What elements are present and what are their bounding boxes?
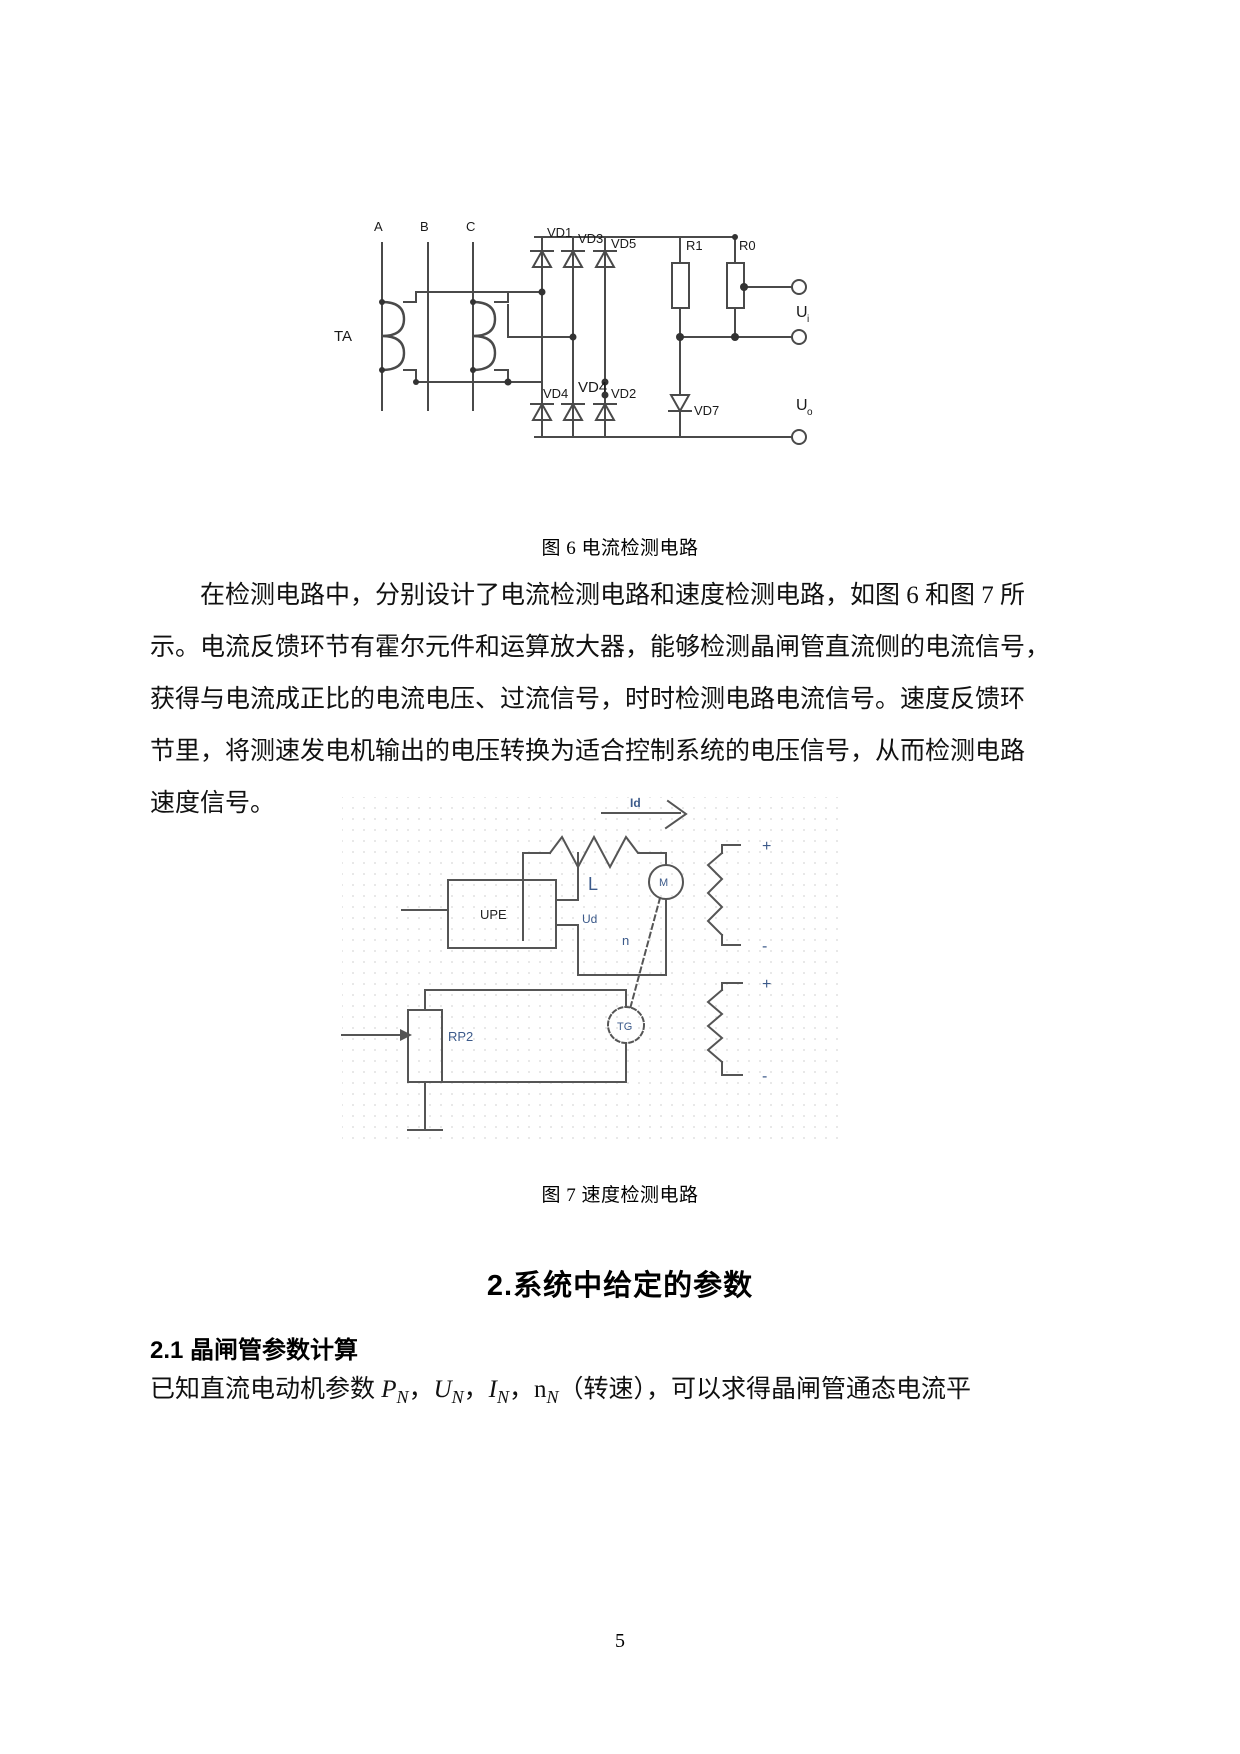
figure-7-caption: 图 7 速度检测电路 [541, 1185, 699, 1206]
label-vd1: VD1 [547, 225, 572, 240]
label-uo-sub: o [807, 407, 813, 418]
load-bottom-lead-2 [721, 1061, 743, 1076]
label-vd2: VD2 [611, 386, 636, 401]
current-arrow-id [601, 799, 688, 830]
label-ui: U [796, 304, 808, 321]
label-uo: U [796, 397, 808, 414]
label-vd4-b: VD4 [578, 379, 607, 396]
diode-vd3 [561, 248, 585, 268]
diode-vd4-b [561, 401, 585, 421]
diode-vd4-a [530, 401, 554, 421]
section-body-suffix: （转速），可以求得晶闸管通态电流平 [558, 1376, 972, 1403]
label-m: M [659, 877, 668, 889]
diode-vd2 [593, 401, 617, 421]
diode-vd1 [530, 248, 554, 268]
label-r0: R0 [739, 238, 756, 253]
label-vd5: VD5 [611, 236, 636, 251]
label-plus-bottom: + [762, 976, 771, 993]
section-heading-2: 2.系统中给定的参数 [486, 1270, 754, 1302]
section-heading-2-1: 2.1 晶闸管参数计算 [150, 1337, 359, 1364]
upe-block [447, 879, 557, 949]
label-minus-top: - [762, 938, 767, 955]
output-terminal-2 [791, 329, 807, 345]
label-ui-sub: i [807, 314, 809, 325]
paragraph-line-2: 示。电流反馈环节有霍尔元件和运算放大器，能够检测晶闸管直流侧的电流信号， [150, 634, 1051, 661]
label-r1: R1 [686, 238, 703, 253]
output-terminal-1 [791, 279, 807, 295]
figure-6-current-detection-circuit: A B C TA VD1 VD3 VD5 VD4 VD4 VD2 VD7 R1 … [330, 205, 890, 475]
variable-un-sub: N [451, 1387, 464, 1407]
rp2-wiper-arrow [341, 1029, 412, 1041]
diode-vd7 [668, 394, 692, 414]
label-ta: TA [334, 328, 352, 345]
label-vd3: VD3 [578, 231, 603, 246]
variable-in-sub: N [497, 1387, 510, 1407]
diode-vd5 [593, 248, 617, 268]
figure-7-speed-detection-circuit: Id L Ud M n TG RP2 + - + - UPE [330, 785, 910, 1145]
label-phase-b: B [420, 219, 429, 234]
label-vd4-a: VD4 [543, 386, 568, 401]
label-plus-top: + [762, 838, 771, 855]
paragraph-line-4: 节里，将测速发电机输出的电压转换为适合控制系统的电压信号，从而检测电路 [150, 738, 1026, 765]
label-l: L [588, 874, 598, 894]
variable-un: U [433, 1376, 452, 1403]
label-minus-bottom: - [762, 1068, 767, 1085]
load-top-zigzag [706, 851, 724, 937]
label-phase-a: A [374, 219, 383, 234]
separator-2: ， [463, 1376, 489, 1403]
resistor-r1 [671, 262, 690, 309]
load-top-lead-2 [721, 934, 741, 946]
variable-in: I [488, 1376, 497, 1403]
label-tg: TG [617, 1021, 632, 1033]
label-rp2: RP2 [448, 1029, 473, 1044]
load-bottom-zigzag [706, 988, 724, 1064]
variable-nn-sub: N [546, 1387, 559, 1407]
separator-1: ， [408, 1376, 434, 1403]
label-phase-c: C [466, 219, 475, 234]
paragraph-line-5: 速度信号。 [150, 790, 276, 817]
section-body-line: 已知直流电动机参数 PN，UN，IN，nN（转速），可以求得晶闸管通态电流平 [150, 1368, 1090, 1419]
upe-to-inductor [522, 852, 551, 941]
variable-pn: P [381, 1376, 397, 1403]
label-n: n [622, 933, 629, 948]
inductor-l [548, 834, 667, 870]
variable-pn-sub: N [396, 1387, 409, 1407]
load-bottom-lead [721, 982, 743, 991]
load-top-lead [721, 844, 741, 854]
output-terminal-3 [791, 429, 807, 445]
label-ud: Ud [582, 912, 597, 926]
variable-nn: n [534, 1376, 547, 1403]
separator-3: ， [509, 1376, 535, 1403]
label-upe: UPE [480, 907, 507, 922]
paragraph-line-1: 在检测电路中，分别设计了电流检测电路和速度检测电路，如图 6 和图 7 所 [200, 582, 1026, 609]
label-vd7: VD7 [694, 403, 719, 418]
figure-6-caption: 图 6 电流检测电路 [541, 538, 699, 559]
shaft-coupling-n [628, 896, 662, 1011]
label-id: Id [630, 796, 641, 810]
section-body-prefix: 已知直流电动机参数 [150, 1376, 376, 1403]
page-number: 5 [615, 1630, 625, 1652]
paragraph-line-3: 获得与电流成正比的电流电压、过流信号，时时检测电路电流信号。速度反馈环 [150, 686, 1026, 713]
